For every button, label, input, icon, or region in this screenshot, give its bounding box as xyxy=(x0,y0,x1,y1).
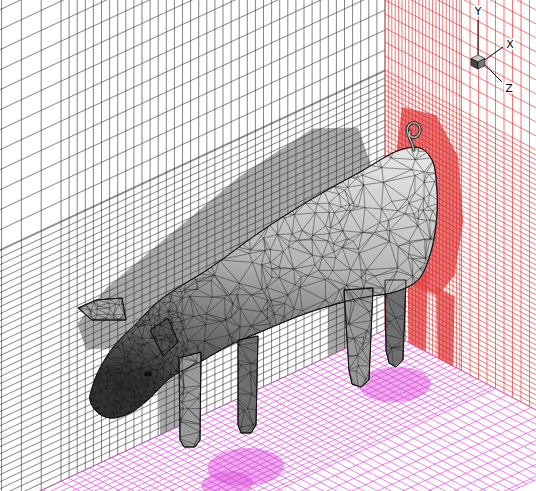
pig-tail xyxy=(407,123,420,150)
axis-label: Z xyxy=(504,83,514,94)
grid-line xyxy=(385,275,536,365)
grid-line xyxy=(385,70,536,160)
grid-line xyxy=(0,0,385,188)
grid-line xyxy=(69,0,70,477)
axis-line xyxy=(485,47,503,60)
axis-label: X xyxy=(505,39,515,50)
pig-outline xyxy=(385,280,406,367)
pig-tail xyxy=(407,123,420,150)
grid-line xyxy=(487,0,488,384)
grid-line xyxy=(133,448,354,491)
grid-line xyxy=(0,0,385,148)
pig-mesh xyxy=(70,120,445,454)
grid-line xyxy=(0,0,385,108)
grid-line xyxy=(77,0,78,474)
wall-shadow xyxy=(436,287,455,366)
grid-line xyxy=(385,0,536,76)
grid-line xyxy=(385,295,536,385)
grid-line xyxy=(198,417,419,491)
grid-line xyxy=(0,341,405,491)
pig-outline xyxy=(344,288,373,387)
grid-line xyxy=(0,0,385,88)
grid-line xyxy=(135,445,536,491)
grid-line xyxy=(385,0,536,62)
pig-outline xyxy=(150,318,178,356)
grid-line xyxy=(0,368,456,491)
grid-line xyxy=(0,365,451,491)
grid-line xyxy=(119,454,340,491)
grid-line xyxy=(0,360,441,491)
grid-line xyxy=(0,0,385,28)
grid-line xyxy=(385,290,536,380)
grid-line xyxy=(385,28,536,118)
grid-line xyxy=(263,387,484,491)
grid-line xyxy=(439,0,440,359)
pig-eye xyxy=(144,372,152,377)
axis-label: Y xyxy=(474,6,483,17)
grid-line xyxy=(385,42,536,132)
grid-line xyxy=(284,377,505,491)
pig-outline xyxy=(179,352,201,447)
grid-line xyxy=(63,407,531,491)
grid-line xyxy=(0,333,390,491)
axis-cube xyxy=(478,59,485,70)
grid-line xyxy=(0,335,395,491)
grid-line xyxy=(529,0,530,407)
axis-cube xyxy=(471,59,478,70)
grid-line xyxy=(0,0,385,68)
grid-line xyxy=(111,433,536,491)
grid-line xyxy=(0,371,462,491)
grid-line xyxy=(470,0,471,375)
grid-line xyxy=(87,420,536,491)
grid-line xyxy=(0,338,400,491)
grid-line xyxy=(21,0,22,491)
grid-line xyxy=(385,0,536,20)
grid-line xyxy=(61,0,62,481)
grid-line xyxy=(385,0,536,90)
pig-outline xyxy=(90,147,438,418)
grid-line xyxy=(99,426,536,491)
grid-line xyxy=(75,414,536,491)
grid-line xyxy=(0,357,436,491)
grid-line xyxy=(1,0,2,491)
grid-line xyxy=(0,0,385,208)
axis-triad xyxy=(471,20,503,82)
triangle-mesh xyxy=(70,120,444,454)
grid-line xyxy=(0,0,385,128)
axis-line xyxy=(478,20,479,55)
pig-outline xyxy=(78,298,126,320)
grid-line xyxy=(385,0,536,6)
axis-line xyxy=(485,65,502,82)
pig-outline xyxy=(238,336,258,433)
grid-line xyxy=(385,285,536,375)
grid-line xyxy=(504,0,505,393)
grid-line xyxy=(227,404,448,491)
grid-line xyxy=(68,478,289,491)
grid-line xyxy=(0,0,385,48)
grid-line xyxy=(0,373,467,491)
grid-line xyxy=(138,447,536,491)
grid-line xyxy=(385,14,536,104)
grid-line xyxy=(43,490,264,491)
grid-line xyxy=(385,0,536,34)
grid-line xyxy=(446,0,447,362)
grid-line xyxy=(0,0,385,168)
